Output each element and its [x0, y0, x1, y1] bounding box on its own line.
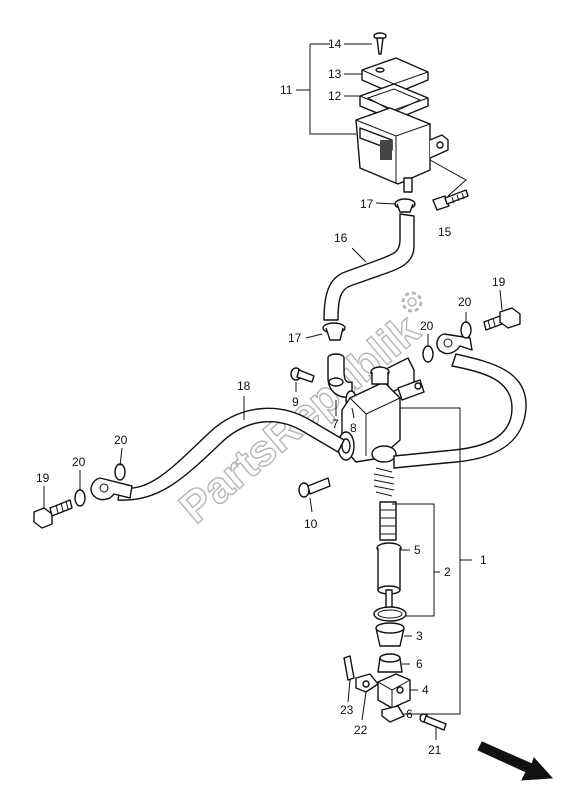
callout-21: 21	[428, 743, 442, 757]
part-20-washer-right-a	[460, 321, 472, 339]
callout-11: 11	[280, 83, 293, 97]
part-14-screw	[373, 32, 387, 55]
part-3-boot	[375, 622, 405, 647]
watermark-gear-icon	[401, 291, 423, 313]
callout-10: 10	[304, 517, 318, 531]
callout-12: 12	[328, 89, 342, 103]
callout-17-lower: 17	[288, 331, 302, 345]
part-6-nut-lower	[381, 705, 405, 723]
part-12-diaphragm	[359, 83, 429, 121]
callout-19-right: 19	[492, 275, 506, 289]
part-5-piston	[376, 542, 402, 611]
direction-arrow-icon	[477, 741, 554, 781]
callout-7: 7	[332, 417, 339, 431]
part-hose-right	[393, 333, 527, 469]
part-16-hose	[323, 213, 415, 321]
part-17-clamp-lower	[322, 322, 346, 341]
callout-2: 2	[444, 565, 451, 579]
callout-6-lower: 6	[406, 707, 413, 721]
part-circlip	[373, 606, 407, 622]
part-23-cotter-pin	[343, 655, 355, 681]
callout-17-upper: 17	[360, 197, 374, 211]
part-10-bolt	[298, 477, 331, 498]
part-6-nut-upper	[377, 653, 403, 673]
callout-20-left-b: 20	[114, 433, 128, 447]
part-11-reservoir	[355, 107, 449, 193]
part-22-nut	[355, 673, 379, 693]
part-15-bolt	[432, 189, 469, 211]
part-seal-stack	[379, 501, 397, 541]
callout-labels: 14 13 12 11 17 15 16 17 18 9 7 8 20 20 1…	[36, 37, 506, 757]
callout-3: 3	[416, 629, 423, 643]
part-spring	[373, 467, 395, 497]
part-20-washer-left-b	[114, 463, 126, 481]
part-17-clamp-upper	[394, 198, 416, 213]
callout-20-right-a: 20	[458, 295, 472, 309]
callout-16: 16	[334, 231, 348, 245]
part-20-washer-right-b	[422, 345, 434, 363]
callout-5: 5	[414, 543, 421, 557]
callout-6-upper: 6	[416, 657, 423, 671]
callout-20-right-b: 20	[420, 319, 434, 333]
part-21-pin	[419, 713, 447, 731]
part-7-connector	[327, 353, 353, 398]
part-9-screw	[290, 367, 315, 383]
part-19-banjo-bolt-left	[33, 499, 73, 529]
part-18-hose-left	[90, 407, 345, 501]
callout-23: 23	[340, 703, 354, 717]
part-4-clevis	[377, 673, 411, 709]
leader-lines	[43, 43, 503, 740]
part-1-master-cylinder	[337, 357, 425, 463]
part-19-banjo-bolt-right	[483, 307, 521, 331]
callout-19-left: 19	[36, 471, 50, 485]
callout-14: 14	[328, 37, 342, 51]
callout-22: 22	[354, 723, 368, 737]
callout-20-left-a: 20	[72, 455, 86, 469]
callout-13: 13	[328, 67, 342, 81]
callout-8: 8	[350, 421, 357, 435]
part-20-washer-left-a	[74, 489, 86, 507]
callout-1: 1	[480, 553, 487, 567]
callout-15: 15	[438, 225, 452, 239]
callout-18: 18	[237, 379, 251, 393]
callout-9: 9	[292, 395, 299, 409]
callout-4: 4	[422, 683, 429, 697]
